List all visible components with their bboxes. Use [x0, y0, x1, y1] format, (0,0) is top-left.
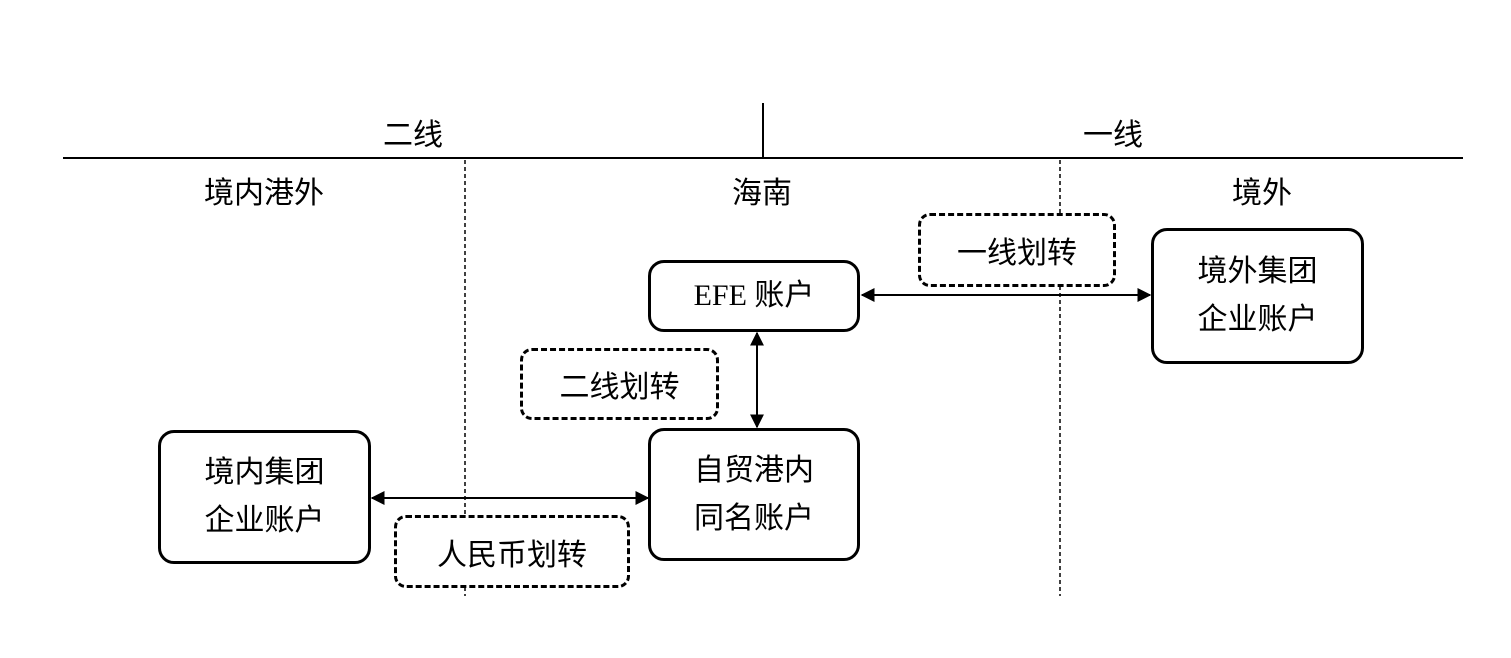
efe-account-node: EFE 账户: [648, 260, 860, 332]
ftz-same-name-account-node: 自贸港内 同名账户: [648, 428, 860, 561]
ftz-same-name-account-label: 自贸港内 同名账户: [694, 452, 814, 536]
domestic-group-account-label: 境内集团 企业账户: [204, 455, 325, 538]
domestic-group-account-node: 境内集团 企业账户: [158, 430, 371, 564]
zone-label-first-line: 一线: [1083, 118, 1143, 153]
rmb-transfer-tag: 人民币划转: [394, 515, 630, 588]
second-line-transfer-tag: 二线划转: [520, 348, 719, 420]
region-label-domestic: 境内港外: [204, 176, 324, 211]
first-line-transfer-tag: 一线划转: [918, 213, 1116, 287]
overseas-group-account-node: 境外集团 企业账户: [1151, 228, 1364, 364]
zone-label-second-line: 二线: [383, 118, 443, 153]
overseas-group-account-label: 境外集团 企业账户: [1197, 254, 1318, 337]
region-label-overseas: 境外: [1232, 176, 1292, 211]
efe-account-label: EFE 账户: [693, 279, 815, 312]
region-label-hainan: 海南: [732, 176, 792, 211]
